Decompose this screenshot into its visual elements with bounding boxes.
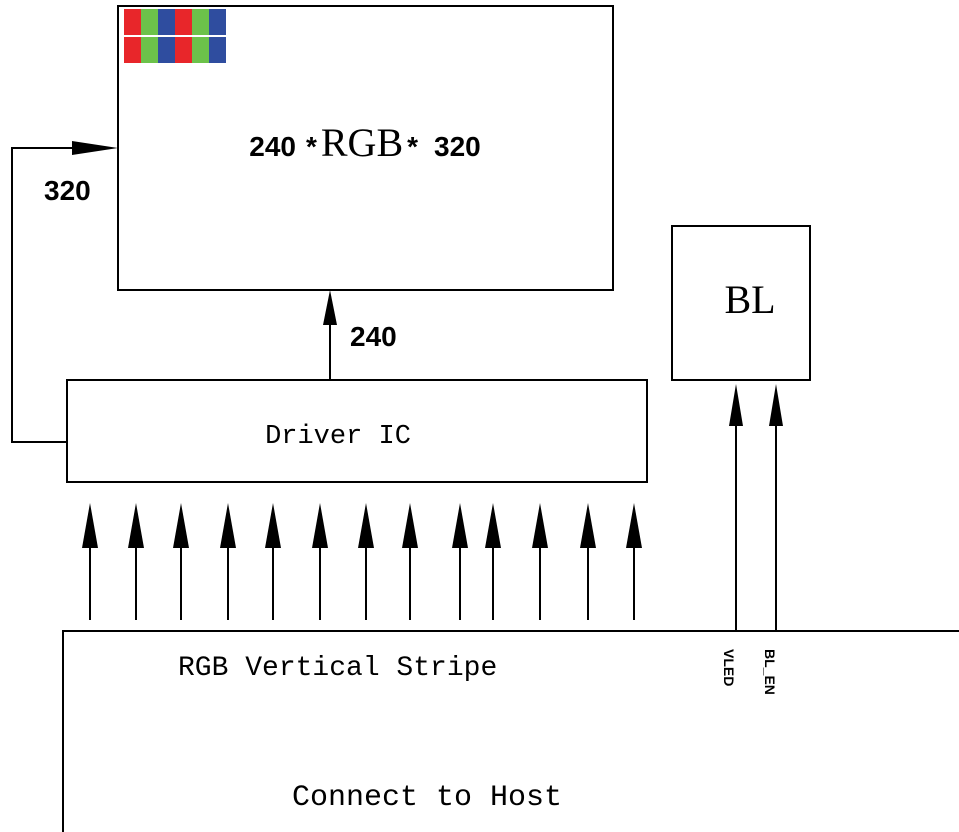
panel-height-value: 320 (434, 131, 481, 162)
host-box (62, 630, 959, 832)
driver-ic-box (66, 379, 648, 483)
panel-resolution-label: 240 * RGB * 320 (249, 120, 481, 165)
bus-signal-arrowhead (358, 503, 374, 548)
row-signal-arrowhead (72, 141, 118, 155)
subpixel-blue (209, 9, 226, 35)
bus-signal-arrowhead (580, 503, 596, 548)
subpixel-red (175, 9, 192, 35)
backlight-label: BL (724, 277, 775, 322)
vled-pin-label: VLED (721, 649, 737, 686)
subpixel-blue (158, 9, 175, 35)
rgb-vertical-stripe-label: RGB Vertical Stripe (178, 653, 497, 684)
subpixel-green (141, 9, 158, 35)
bus-signal-arrowhead (265, 503, 281, 548)
bus-signal-arrowhead (402, 503, 418, 548)
rgb-stripe-swatch (124, 9, 226, 63)
subpixel-red (124, 9, 141, 35)
bus-signal-arrowhead (173, 503, 189, 548)
bus-signal-arrowhead (312, 503, 328, 548)
panel-rgb-text: RGB (321, 120, 403, 165)
subpixel-green (192, 9, 209, 35)
bus-signal-arrowhead (82, 503, 98, 548)
bus-signal-arrowhead (452, 503, 468, 548)
bus-signal-arrowhead (626, 503, 642, 548)
row-count-label: 320 (44, 175, 91, 206)
panel-width-value: 240 (249, 131, 296, 162)
bus-signal-arrowhead (485, 503, 501, 548)
driver-ic-label: Driver IC (265, 422, 411, 452)
bl-en-arrowhead (769, 384, 783, 426)
subpixel-red (124, 37, 141, 63)
subpixel-green (141, 37, 158, 63)
bus-signal-arrowhead (532, 503, 548, 548)
bus-arrows (82, 503, 642, 620)
subpixel-green (192, 37, 209, 63)
bl-en-pin-label: BL_EN (762, 649, 778, 695)
subpixel-red (175, 37, 192, 63)
bus-signal-arrowhead (220, 503, 236, 548)
column-count-label: 240 (350, 321, 397, 352)
backlight-box (671, 225, 811, 381)
row-signal-line (11, 147, 110, 443)
bus-signal-arrowhead (128, 503, 144, 548)
vled-arrowhead (729, 384, 743, 426)
subpixel-blue (158, 37, 175, 63)
subpixel-blue (209, 37, 226, 63)
column-signal-arrowhead (323, 290, 337, 325)
host-label: Connect to Host (292, 781, 562, 815)
